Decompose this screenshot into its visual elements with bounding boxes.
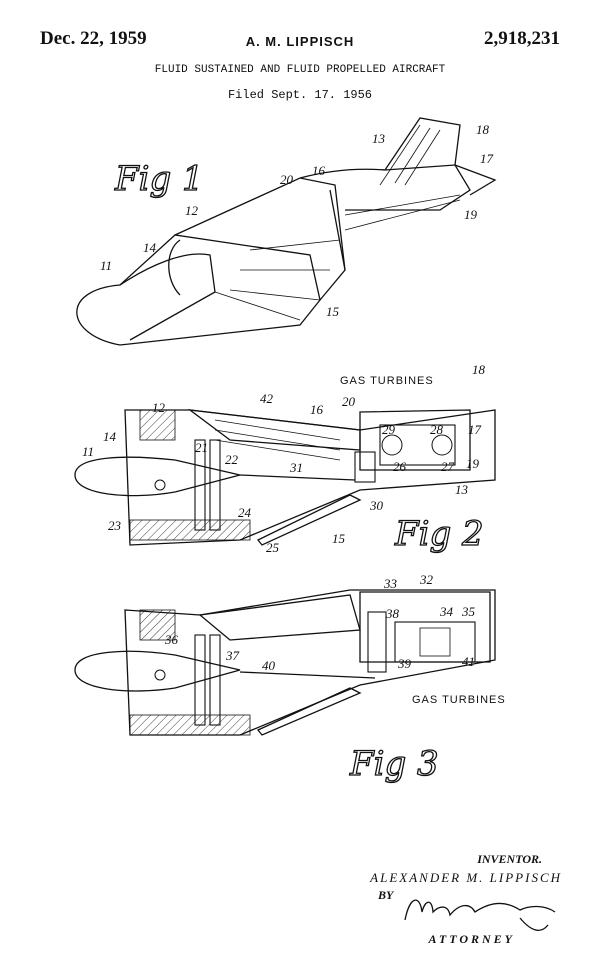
svg-text:Fig 3: Fig 3 (349, 744, 439, 784)
svg-text:19: 19 (464, 207, 478, 222)
inventor-label: INVENTOR. (477, 852, 542, 866)
figure-2-drawing (74, 409, 496, 546)
svg-text:16: 16 (310, 402, 324, 417)
svg-text:13: 13 (455, 482, 469, 497)
attorney-label: ATTORNEY (428, 932, 515, 946)
svg-text:18: 18 (476, 122, 490, 137)
svg-text:GAS TURBINES: GAS TURBINES (412, 694, 506, 706)
figure-2-reference-numerals: 11 12 13 14 15 16 17 18 19 20 21 22 23 2… (82, 362, 486, 555)
svg-text:17: 17 (480, 151, 494, 166)
figure-3-reference-numerals: 32 33 34 35 36 37 38 39 40 41 (164, 572, 476, 673)
inventor-name: A. M. LIPPISCH (245, 34, 355, 49)
figure-3-caption: GAS TURBINES (412, 694, 506, 706)
svg-text:19: 19 (466, 456, 480, 471)
figure-3-drawing (74, 589, 496, 736)
svg-text:31: 31 (289, 460, 303, 475)
figure-1-drawing (76, 117, 497, 346)
svg-text:34: 34 (439, 604, 454, 619)
svg-text:23: 23 (108, 518, 122, 533)
svg-text:11: 11 (100, 258, 112, 273)
svg-text:41: 41 (462, 654, 475, 669)
svg-text:17: 17 (468, 422, 482, 437)
svg-text:11: 11 (82, 444, 94, 459)
svg-text:22: 22 (225, 452, 239, 467)
patent-date: Dec. 22, 1959 (40, 28, 147, 49)
figure-1-label: Fig 1 (113, 158, 204, 199)
inventor-full-name: ALEXANDER M. LIPPISCH (370, 870, 562, 885)
svg-text:14: 14 (103, 429, 117, 444)
figure-2-label: Fig 2 (393, 513, 484, 554)
svg-text:42: 42 (260, 391, 274, 406)
filed-date: Filed Sept. 17. 1956 (227, 88, 373, 102)
svg-text:40: 40 (262, 658, 276, 673)
svg-text:28: 28 (430, 422, 444, 437)
svg-text:13: 13 (372, 131, 386, 146)
svg-text:36: 36 (164, 632, 179, 647)
svg-text:37: 37 (225, 648, 240, 663)
patent-title: FLUID SUSTAINED AND FLUID PROPELLED AIRC… (154, 64, 446, 76)
svg-text:25: 25 (266, 540, 280, 555)
svg-text:29: 29 (382, 422, 396, 437)
svg-text:21: 21 (195, 440, 208, 455)
svg-text:33: 33 (383, 576, 398, 591)
svg-text:20: 20 (342, 394, 356, 409)
svg-text:GAS TURBINES: GAS TURBINES (340, 375, 434, 387)
svg-text:16: 16 (312, 163, 326, 178)
figure-2-caption: GAS TURBINES (340, 375, 434, 387)
figure-1-reference-numerals: 11 12 13 14 15 16 17 18 19 20 (100, 122, 494, 319)
svg-text:Fig 2: Fig 2 (394, 514, 484, 554)
svg-text:26: 26 (393, 459, 407, 474)
svg-text:32: 32 (419, 572, 434, 587)
svg-text:38: 38 (385, 606, 400, 621)
svg-text:12: 12 (152, 400, 166, 415)
svg-text:27: 27 (441, 459, 455, 474)
svg-text:30: 30 (369, 498, 384, 513)
by-label: BY (378, 888, 394, 902)
svg-text:35: 35 (461, 604, 476, 619)
svg-text:24: 24 (238, 505, 252, 520)
svg-text:15: 15 (332, 531, 346, 546)
svg-text:15: 15 (326, 304, 340, 319)
svg-text:20: 20 (280, 172, 294, 187)
svg-text:18: 18 (472, 362, 486, 377)
patent-number: 2,918,231 (484, 28, 560, 49)
svg-text:12: 12 (185, 203, 199, 218)
svg-text:Fig 1: Fig 1 (114, 159, 204, 199)
attorney-signature (404, 899, 556, 931)
figure-3-label: Fig 3 (348, 743, 439, 784)
svg-text:39: 39 (397, 656, 412, 671)
svg-text:14: 14 (143, 240, 157, 255)
